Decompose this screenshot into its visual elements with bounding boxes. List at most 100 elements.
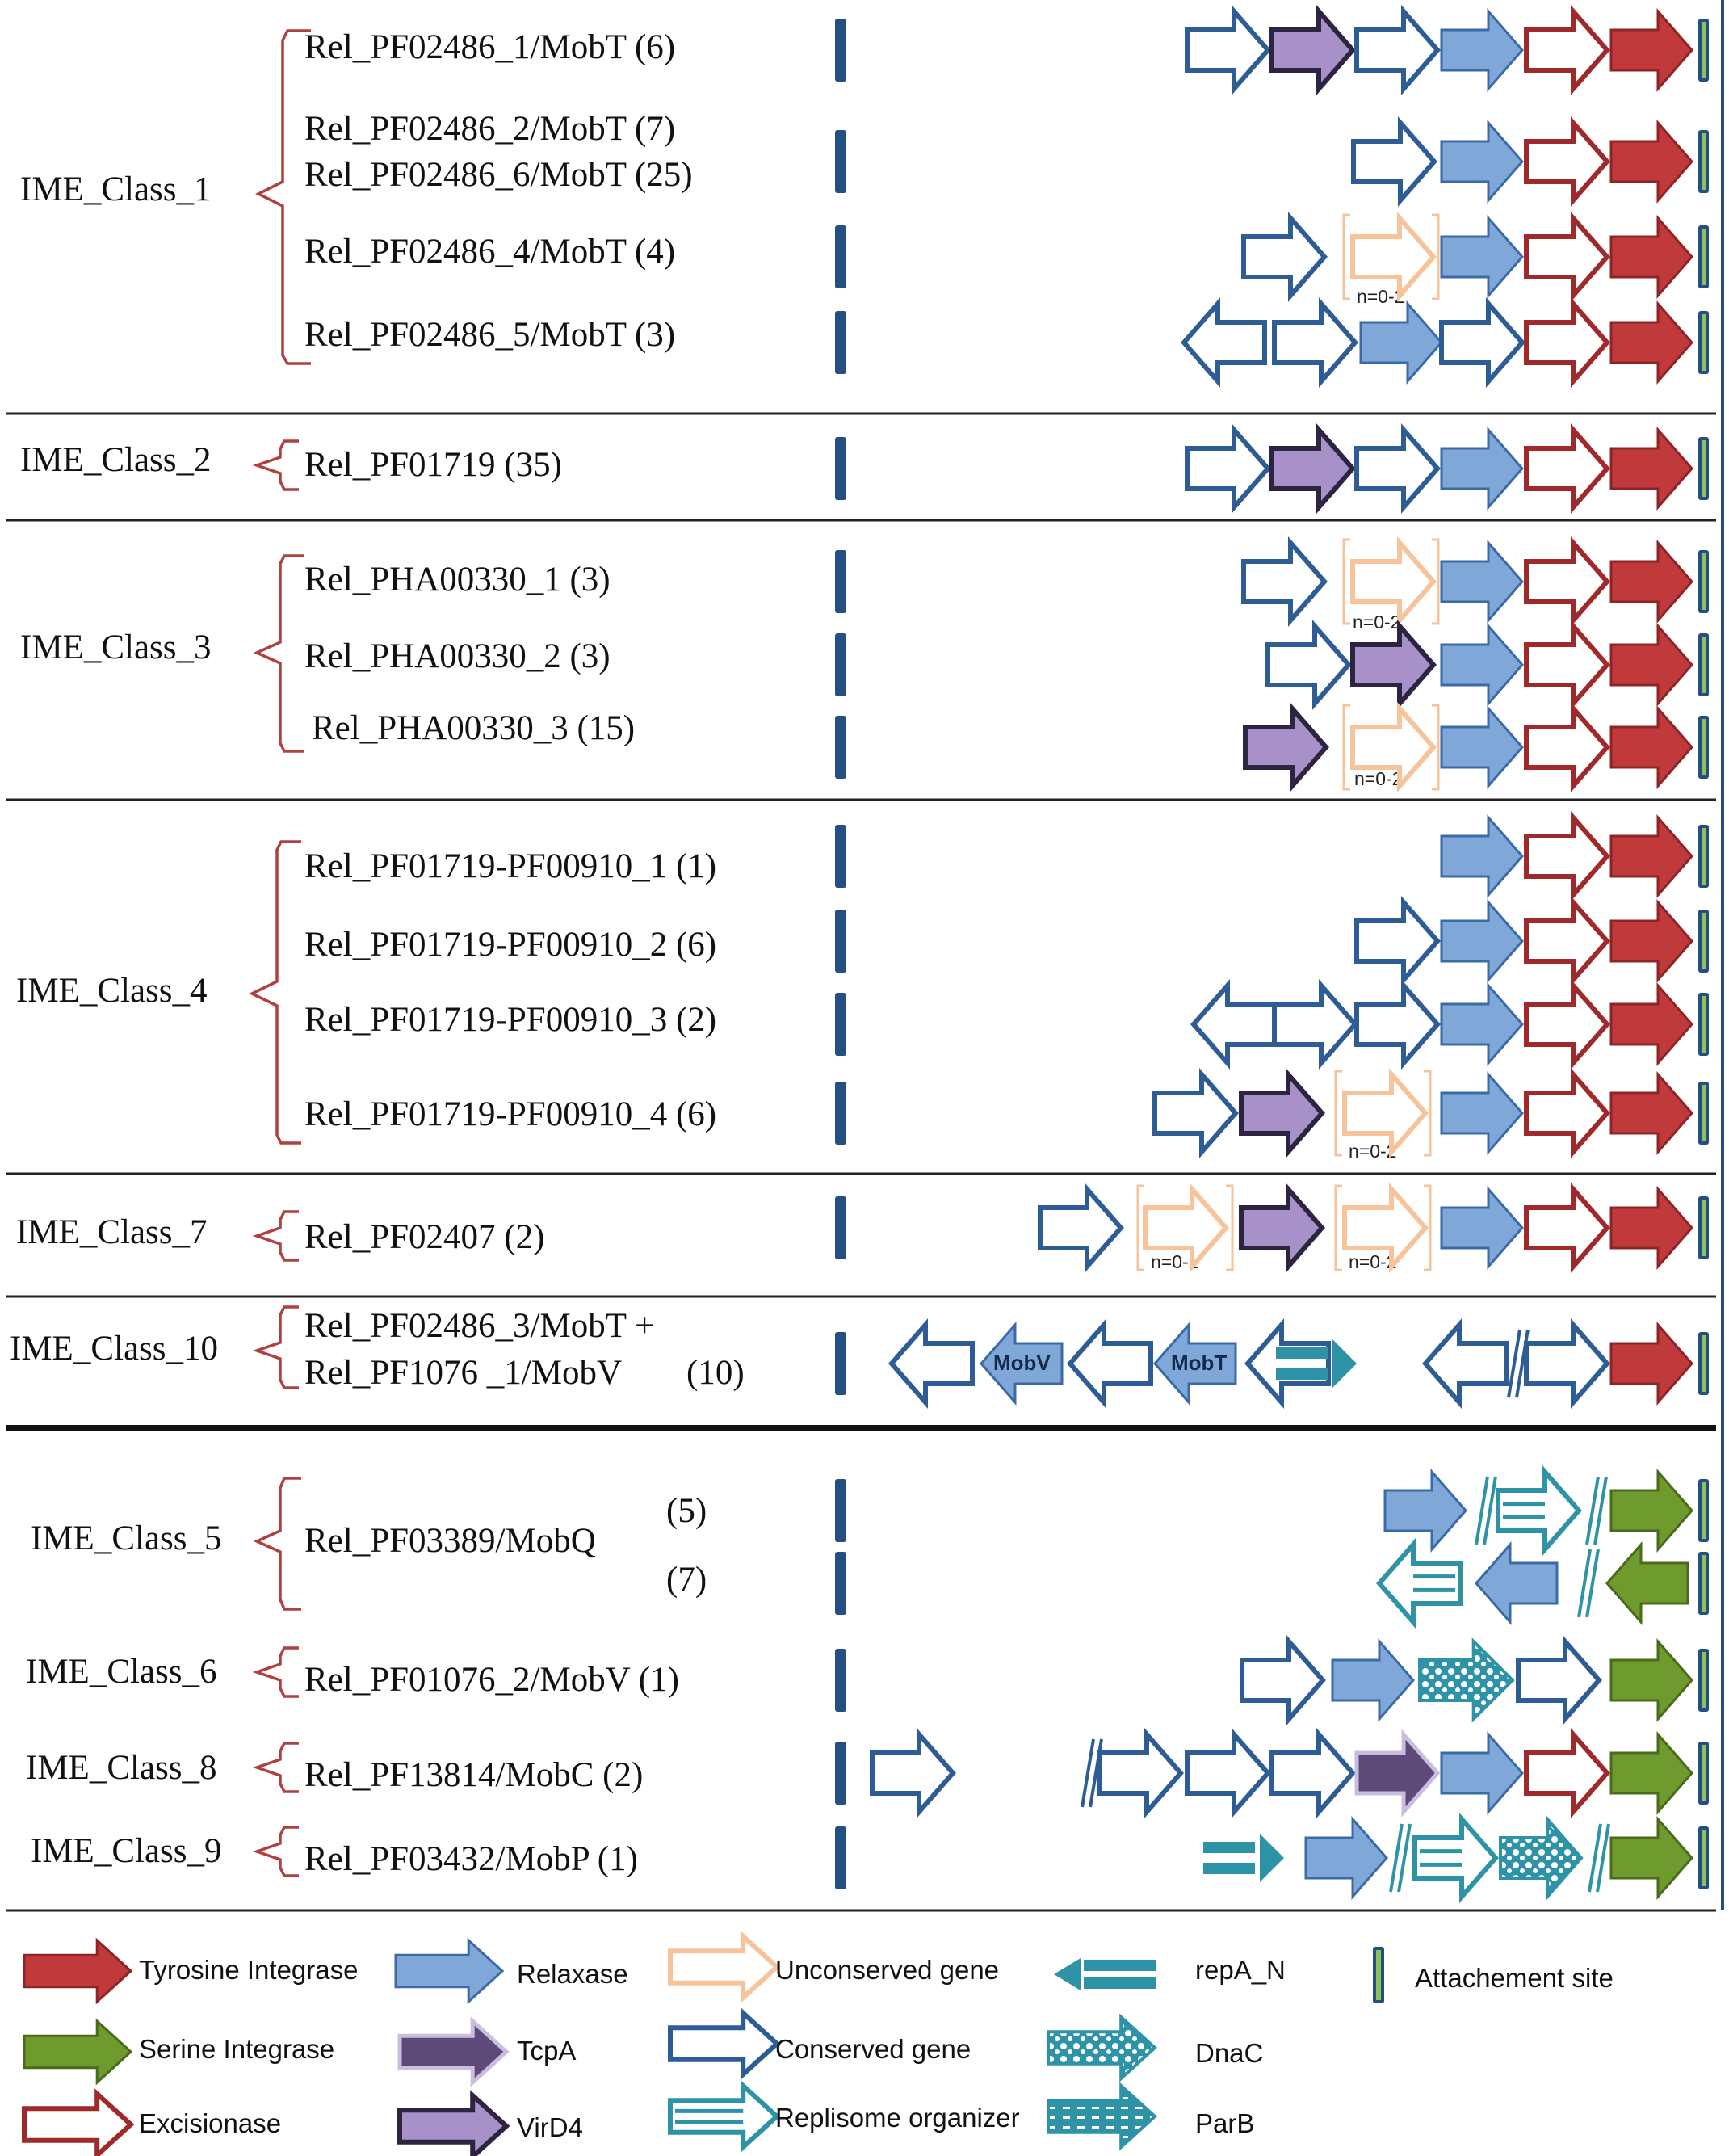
variable-copy-bracket xyxy=(1136,1184,1234,1271)
conserved-gene-arrow xyxy=(1354,896,1441,986)
excisionase-arrow xyxy=(1524,5,1610,95)
conserved-gene-arrow xyxy=(1524,1318,1610,1409)
excisionase-arrow xyxy=(1524,1728,1610,1818)
unconserved-gene-arrow xyxy=(1350,536,1437,627)
attachment-site-core xyxy=(1702,1555,1706,1612)
row-label: Rel_PF03432/MobP (1) xyxy=(304,1840,638,1878)
legend-label: Unconserved gene xyxy=(775,1955,999,1985)
left-site xyxy=(835,311,846,374)
attachment-site-core xyxy=(1702,22,1706,78)
conserved-gene-arrow xyxy=(1185,5,1271,95)
dnac-arrow xyxy=(1418,1637,1515,1723)
relaxase-arrow xyxy=(1359,300,1443,385)
conserved-gene-arrow xyxy=(1439,297,1525,388)
row-label: Rel_PF02486_1/MobT (6) xyxy=(304,28,675,66)
class-4-brace xyxy=(248,840,301,1145)
attachment-site-core xyxy=(1702,440,1706,497)
left-site xyxy=(835,1742,846,1805)
tcpa-arrow xyxy=(397,2090,510,2156)
row-label: Rel_PHA00330_2 (3) xyxy=(304,637,611,675)
attachment-site-core xyxy=(1702,913,1706,969)
row-label: Rel_PF1076 _1/MobV xyxy=(304,1354,622,1392)
conserved-gene-arrow xyxy=(1265,620,1352,710)
relaxase-arrow xyxy=(1440,899,1524,983)
tyrosine-integrase-arrow xyxy=(1609,705,1693,789)
conserved-gene-arrow xyxy=(1067,1318,1153,1409)
excisionase-arrow xyxy=(1524,1068,1610,1158)
excisionase-arrow xyxy=(1524,702,1610,792)
legend-label: ParB xyxy=(1195,2108,1254,2138)
relaxase-arrow xyxy=(1440,120,1524,204)
attachment-site-core xyxy=(1702,1482,1706,1539)
class-9-name: IME_Class_9 xyxy=(31,1832,222,1870)
attachment-site-core xyxy=(1702,996,1706,1053)
conserved-gene-arrow xyxy=(1152,1068,1239,1158)
row-label: Rel_PF02486_4/MobT (4) xyxy=(304,233,675,271)
row-label: Rel_PF01076_2/MobV (1) xyxy=(304,1661,679,1699)
attachment-site-core xyxy=(1702,1335,1706,1392)
excisionase-arrow xyxy=(22,2088,135,2156)
conserved-gene-arrow xyxy=(1354,979,1441,1070)
row-label: Rel_PF01719 (35) xyxy=(304,446,562,484)
relaxase-arrow xyxy=(1331,1638,1415,1722)
serine-integrase-arrow xyxy=(1609,1638,1693,1722)
left-site xyxy=(835,130,846,193)
vird4-arrow xyxy=(397,2016,510,2087)
excisionase-arrow xyxy=(1524,212,1610,302)
mobv-tag: MobV xyxy=(993,1351,1051,1375)
class-4-name: IME_Class_4 xyxy=(16,972,208,1010)
class-8-brace xyxy=(252,1742,299,1793)
copy-number-note: n=0-2 xyxy=(1349,1251,1396,1272)
legend-label: Tyrosine Integrase xyxy=(139,1955,358,1985)
relaxase-arrow xyxy=(1440,427,1524,511)
legend-label: Serine Integrase xyxy=(139,2034,334,2064)
tyrosine-integrase-arrow xyxy=(1609,215,1693,299)
excisionase-arrow xyxy=(1524,811,1610,901)
left-site xyxy=(835,1196,846,1259)
left-site xyxy=(835,1552,846,1615)
class-9-brace xyxy=(252,1826,299,1877)
relaxase-arrow xyxy=(1440,814,1524,898)
row-label: Rel_PF03389/MobQ xyxy=(304,1522,596,1560)
conserved-gene-arrow xyxy=(1354,5,1441,95)
left-site xyxy=(835,825,846,888)
tcpa-arrow xyxy=(1350,620,1437,710)
class-3-name: IME_Class_3 xyxy=(20,628,212,666)
left-site xyxy=(835,1649,846,1712)
legend-label: Attachement site xyxy=(1415,1963,1614,1993)
parb-arrow xyxy=(1047,2082,1157,2151)
serine-integrase-arrow xyxy=(23,2018,133,2086)
left-site xyxy=(835,1332,846,1395)
attachment-site-core xyxy=(1702,229,1706,285)
attachment-site-core xyxy=(1702,1745,1706,1801)
tyrosine-integrase-arrow xyxy=(1609,300,1693,385)
relaxase-arrow xyxy=(1440,705,1524,789)
variable-copy-bracket xyxy=(1334,1070,1432,1157)
left-site xyxy=(835,1082,846,1145)
relaxase-arrow xyxy=(1383,1469,1467,1553)
conserved-gene-arrow xyxy=(1038,1183,1124,1273)
tyrosine-integrase-arrow xyxy=(1609,814,1693,898)
tyrosine-integrase-arrow xyxy=(23,1937,133,2005)
attachment-site-core xyxy=(1702,719,1706,775)
unconserved-gene-arrow xyxy=(1350,212,1437,302)
break-mark xyxy=(1507,1329,1530,1398)
attachment-site-core xyxy=(1702,637,1706,693)
row-label: Rel_PHA00330_1 (3) xyxy=(304,561,611,599)
row-label: Rel_PF02407 (2) xyxy=(304,1218,544,1256)
excisionase-arrow xyxy=(1524,1183,1610,1273)
class-5-brace xyxy=(253,1477,301,1611)
attachment-site-core xyxy=(1702,314,1706,371)
break-mark xyxy=(1081,1738,1103,1808)
legend-label: Conserved gene xyxy=(775,2034,971,2064)
tyrosine-integrase-arrow xyxy=(1609,1186,1693,1270)
mobt-tag: MobT xyxy=(1171,1351,1227,1375)
break-mark xyxy=(1475,1476,1497,1545)
relaxase-arrow xyxy=(1440,215,1524,299)
row-label: Rel_PF02486_3/MobT + xyxy=(304,1307,654,1345)
class-10-brace xyxy=(252,1305,299,1389)
conserved-gene-arrow xyxy=(888,1318,975,1409)
attachment-site-core xyxy=(1702,133,1706,190)
copy-number-note: n=0-2 xyxy=(1357,286,1404,307)
copy-number-note: n=0-2 xyxy=(1349,1141,1396,1162)
